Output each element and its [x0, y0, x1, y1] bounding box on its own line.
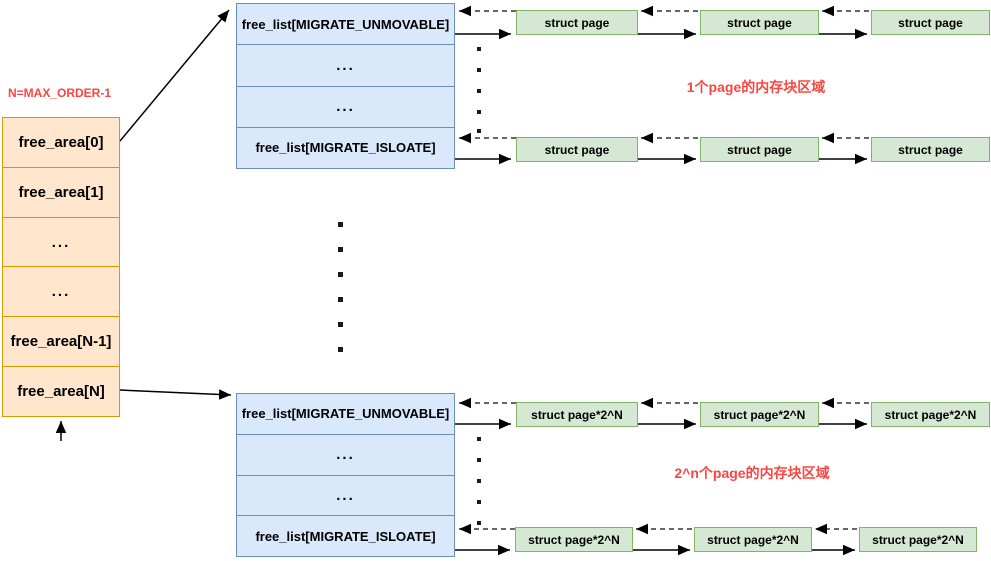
ellipsis-dots-top-group [477, 47, 481, 133]
free-list-row-ellipsis: ... [237, 435, 454, 476]
struct-page-node: struct page [516, 10, 638, 35]
free-area-cell: free_area[0] [3, 118, 119, 168]
struct-page-node: struct page [516, 137, 638, 162]
region-label-top: 1个page的内存块区域 [686, 79, 826, 95]
struct-page-node: struct page [700, 10, 819, 35]
ellipsis-dots-middle [338, 222, 343, 352]
free-list-row-isolate: free_list[MIGRATE_ISLOATE] [255, 528, 436, 544]
struct-page-2n-node: struct page*2^N [515, 527, 633, 552]
free-area0-to-freelist-arrow [119, 9, 230, 142]
free-list-row-unmovable: free_list[MIGRATE_UNMOVABLE] [237, 4, 454, 46]
struct-page-2n-node: struct page*2^N [516, 402, 638, 427]
free-list-row-ellipsis: ... [237, 87, 454, 128]
free-area-array: free_area[0] free_area[1] ... ... free_a… [2, 117, 120, 417]
struct-page-node: struct page [700, 137, 819, 162]
max-order-label: N=MAX_ORDER-1 [8, 86, 112, 100]
free-area-cell: free_area[N-1] [3, 317, 119, 368]
struct-page-node: struct page [871, 10, 990, 35]
free-list-row-isolate: free_list[MIGRATE_ISLOATE] [255, 140, 436, 156]
free-areaN-to-freelist-arrow [119, 389, 232, 400]
ellipsis-dots-bottom-group [477, 437, 481, 525]
struct-page-2n-node: struct page*2^N [871, 402, 990, 427]
free-area-cell-ellipsis: ... [3, 218, 119, 268]
free-list-row-ellipsis: ... [237, 476, 454, 517]
free-list-row-unmovable: free_list[MIGRATE_UNMOVABLE] [237, 394, 454, 435]
free-area-cell-ellipsis: ... [3, 267, 119, 318]
struct-page-node: struct page [871, 137, 990, 162]
struct-page-2n-node: struct page*2^N [694, 527, 812, 552]
region-label-bottom: 2^n个page的内存块区域 [674, 465, 830, 481]
struct-page-2n-node: struct page*2^N [859, 527, 977, 552]
free-list-table-order0: free_list[MIGRATE_UNMOVABLE] ... ... fre… [236, 3, 455, 169]
free-list-table-orderN: free_list[MIGRATE_UNMOVABLE] ... ... fre… [236, 393, 455, 557]
struct-page-2n-node: struct page*2^N [700, 402, 819, 427]
free-area-cell: free_area[N] [17, 383, 105, 401]
free-list-row-ellipsis: ... [237, 45, 454, 87]
free-area-cell: free_area[1] [3, 168, 119, 218]
